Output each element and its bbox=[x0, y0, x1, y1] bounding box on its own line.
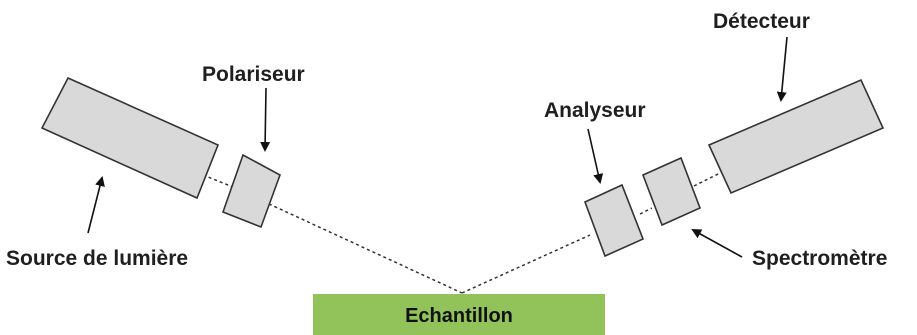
sample-box bbox=[313, 294, 605, 335]
polarizer-box bbox=[221, 153, 281, 229]
reflected-beam bbox=[461, 234, 591, 294]
analyzer-box bbox=[583, 183, 645, 258]
arrow-icon bbox=[87, 176, 105, 234]
analyzer-label: Analyseur bbox=[544, 99, 646, 122]
light-source-box bbox=[40, 76, 220, 200]
arrow-icon bbox=[587, 128, 604, 184]
beam-segment-analyzer-spectrometer bbox=[639, 207, 653, 215]
arrow-icon bbox=[776, 36, 788, 102]
polarizer-label: Polariseur bbox=[202, 63, 305, 86]
spectrometer-box bbox=[641, 156, 702, 227]
arrow-icon bbox=[691, 229, 743, 258]
light-source-label: Source de lumière bbox=[6, 247, 188, 270]
spectrometer-label: Spectromètre bbox=[752, 247, 887, 270]
incident-beam bbox=[202, 174, 463, 294]
detector-box bbox=[707, 78, 885, 195]
arrow-icon bbox=[260, 87, 271, 152]
detector-label: Détecteur bbox=[713, 10, 810, 33]
sample-label: Echantillon bbox=[405, 305, 513, 327]
beam-segment-spectrometer-detector bbox=[693, 171, 723, 187]
